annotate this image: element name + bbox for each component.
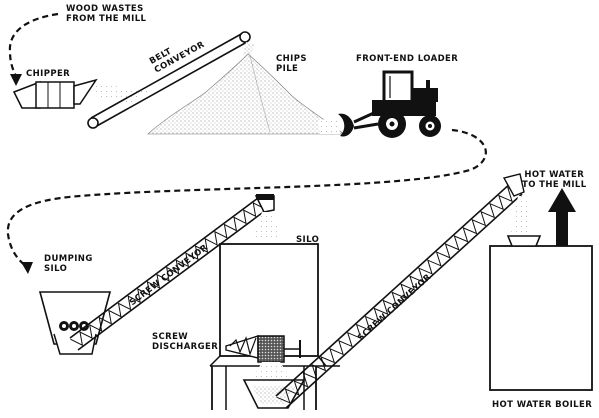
label-screw-discharger: SCREW DISCHARGER	[152, 332, 218, 352]
arrowhead-chipper	[10, 74, 22, 86]
front-end-loader	[338, 70, 441, 138]
label-chipper: CHIPPER	[26, 69, 71, 79]
dumping-silo	[38, 291, 112, 355]
label-hot-water: HOT WATER TO THE MILL	[522, 170, 587, 190]
label-hot-water-line1: HOT WATER	[524, 170, 585, 180]
label-silo: SILO	[296, 235, 320, 245]
label-screw-discharger-line2: DISCHARGER	[152, 342, 219, 352]
arrowhead-dumping-silo	[21, 262, 33, 274]
label-dumping-silo-line1: DUMPING	[44, 254, 93, 264]
chip-fall-boiler	[510, 196, 530, 238]
label-wood-wastes-line1: WOOD WASTES	[66, 4, 144, 14]
screw-discharger	[225, 335, 301, 363]
label-chips-pile-line2: PILE	[276, 64, 299, 74]
chip-fall-hopper	[252, 362, 292, 380]
hot-water-boiler	[489, 188, 593, 391]
chip-fall-silo	[252, 212, 282, 240]
route-wastes-to-chipper	[8, 12, 59, 77]
label-chips-pile: CHIPS PILE	[276, 54, 307, 74]
label-dumping-silo-line2: SILO	[44, 264, 68, 274]
screw-conveyor-left	[69, 194, 275, 351]
chip-flow-chipper	[96, 84, 150, 104]
route-loader-to-dumping-silo	[6, 128, 487, 267]
label-wood-wastes: WOOD WASTES FROM THE MILL	[66, 4, 146, 24]
belt-conveyor	[87, 31, 251, 129]
label-dumping-silo: DUMPING SILO	[44, 254, 93, 274]
chip-fall-loader	[318, 118, 340, 134]
screw-conveyor-right	[275, 173, 525, 409]
label-wood-wastes-line2: FROM THE MILL	[66, 14, 147, 24]
label-chips-pile-line1: CHIPS	[276, 54, 307, 64]
label-hot-water-boiler: HOT WATER BOILER	[492, 400, 593, 410]
label-front-end-loader: FRONT-END LOADER	[356, 54, 459, 64]
chip-fall-belt	[243, 42, 254, 60]
label-hot-water-line2: TO THE MILL	[522, 180, 587, 190]
chipper	[12, 78, 98, 109]
label-screw-discharger-line1: SCREW	[152, 332, 189, 342]
chips-pile	[147, 53, 345, 135]
